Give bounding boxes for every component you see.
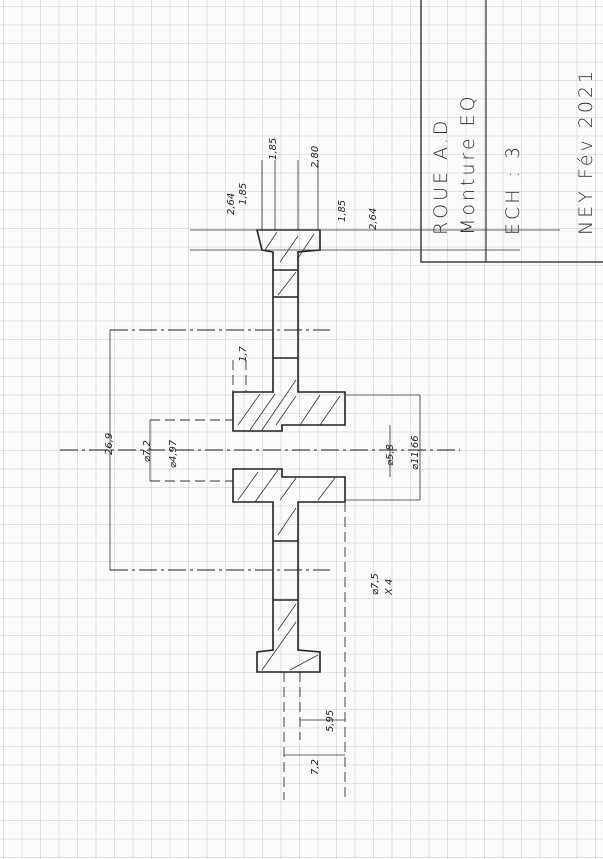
dim-bore-small: ⌀7,2 [142, 440, 153, 462]
dim-hole-spacing: 26,9 [104, 433, 115, 455]
dim-holes-diameter: ⌀7,5 [370, 573, 381, 595]
dim-rim-width-outer: 2,64 [226, 193, 237, 215]
dim-bore-large: ⌀5,8 [385, 444, 396, 466]
title-block: ROUE A.D Monture EQ ECH : 3 NEY Fév 2021 [420, 0, 603, 263]
author-date: NEY Fév 2021 [575, 68, 597, 235]
part-name: ROUE A.D [430, 118, 452, 235]
dim-rim-height-inner: 1,85 [337, 200, 348, 222]
wheel-section [232, 229, 346, 673]
dim-rim-offset: 5,95 [325, 710, 336, 732]
dim-holes-count: X 4 [384, 579, 395, 596]
assembly-name: Monture EQ [457, 93, 479, 235]
dim-rim-width-inner: 1,85 [238, 183, 249, 205]
dimension-lines [109, 160, 560, 800]
dim-rim-height-outer: 2,64 [368, 208, 379, 230]
dim-rim-step-right: 2,80 [310, 146, 321, 168]
dim-hub-outer: ⌀11,66 [410, 435, 421, 470]
dim-total-width: 7,2 [310, 759, 321, 775]
dim-bore-chamfer: ⌀4,97 [168, 439, 179, 468]
scale-label: ECH : 3 [502, 144, 524, 235]
dim-hub-step: 1,7 [238, 345, 249, 362]
dim-rim-step-left: 1,85 [268, 138, 279, 160]
